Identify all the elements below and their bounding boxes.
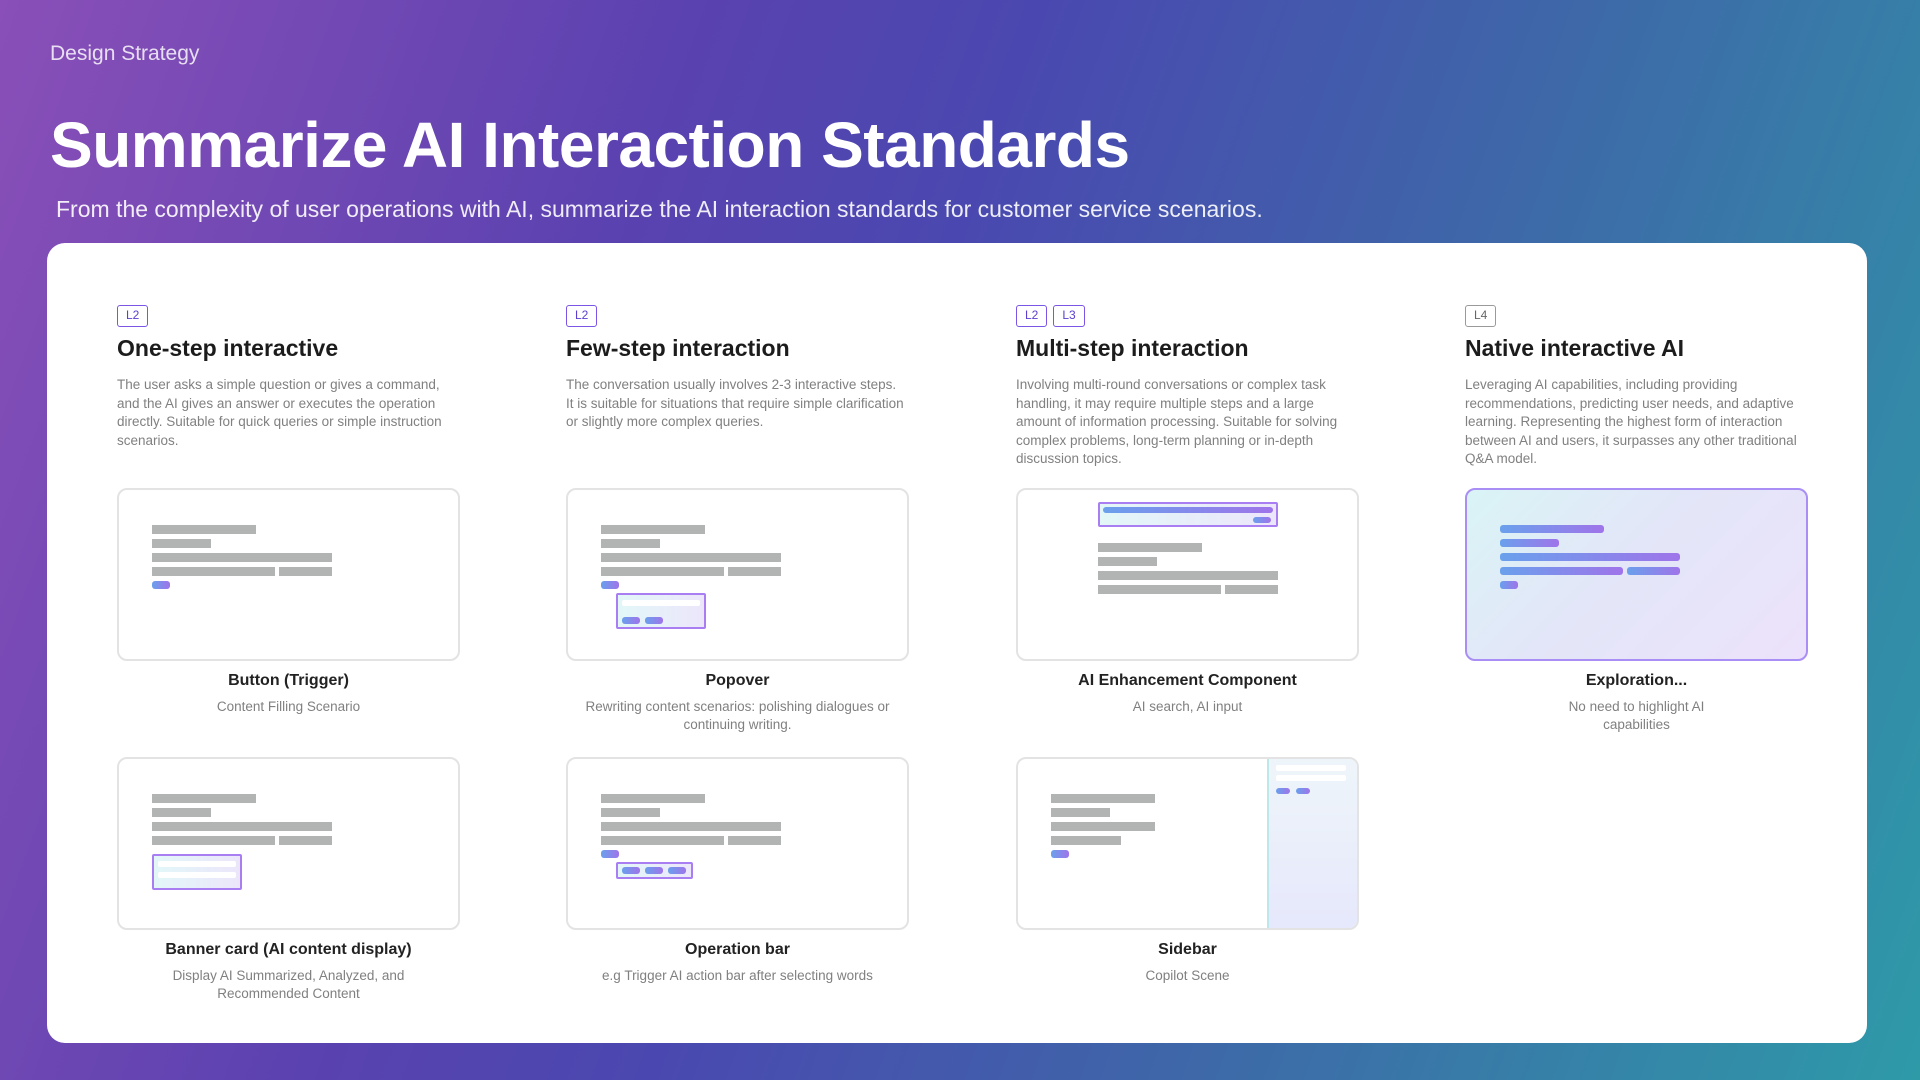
column-description: The conversation usually involves 2-3 in… bbox=[566, 377, 904, 429]
column-native-ai: L4 Native interactive AI Leveraging AI c… bbox=[1465, 305, 1810, 469]
level-tag: L3 bbox=[1053, 305, 1085, 327]
pattern-label-enhancement: AI Enhancement Component AI search, AI i… bbox=[1016, 672, 1359, 716]
pattern-label-banner: Banner card (AI content display) Display… bbox=[117, 941, 460, 1003]
pattern-subtitle: Copilot Scene bbox=[1145, 968, 1230, 983]
pattern-label-popover: Popover Rewriting content scenarios: pol… bbox=[566, 672, 909, 734]
exploration-illustration bbox=[1465, 488, 1808, 661]
pattern-title: Popover bbox=[705, 672, 770, 689]
level-tag: L2 bbox=[566, 305, 598, 327]
pattern-title: Operation bar bbox=[685, 941, 790, 958]
level-tag: L4 bbox=[1465, 305, 1497, 327]
page-subtitle: From the complexity of user operations w… bbox=[56, 196, 1263, 222]
eyebrow-label: Design Strategy bbox=[50, 42, 200, 65]
pattern-subtitle: Rewriting content scenarios: polishing d… bbox=[585, 699, 890, 732]
column-multi-step: L2 L3 Multi-step interaction Involving m… bbox=[1016, 305, 1361, 469]
column-few-step: L2 Few-step interaction The conversation… bbox=[566, 305, 911, 432]
page-title: Summarize AI Interaction Standards bbox=[50, 109, 1130, 181]
pattern-subtitle: Display AI Summarized, Analyzed, and Rec… bbox=[172, 968, 405, 1001]
pattern-title: Exploration... bbox=[1585, 672, 1688, 689]
pattern-title: Button (Trigger) bbox=[228, 672, 349, 689]
column-description: Involving multi-round conversations or c… bbox=[1016, 377, 1338, 466]
column-title: One-step interactive bbox=[117, 335, 339, 361]
sidebar-illustration bbox=[1016, 757, 1359, 930]
level-tag: L2 bbox=[117, 305, 149, 327]
column-title: Few-step interaction bbox=[566, 335, 790, 361]
content-panel: L2 One-step interactive The user asks a … bbox=[47, 243, 1867, 1043]
pattern-label-exploration: Exploration... No need to highlight AI c… bbox=[1465, 672, 1808, 734]
column-one-step: L2 One-step interactive The user asks a … bbox=[117, 305, 462, 450]
pattern-title: AI Enhancement Component bbox=[1078, 672, 1297, 689]
column-description: The user asks a simple question or gives… bbox=[117, 377, 442, 448]
pattern-subtitle: No need to highlight AI capabilities bbox=[1568, 699, 1705, 732]
column-title: Multi-step interaction bbox=[1016, 335, 1249, 361]
popover-illustration bbox=[566, 488, 909, 661]
pattern-subtitle: Content Filling Scenario bbox=[216, 699, 361, 714]
operation-bar-illustration bbox=[566, 757, 909, 930]
column-title: Native interactive AI bbox=[1465, 335, 1685, 361]
level-tag: L2 bbox=[1016, 305, 1048, 327]
column-description: Leveraging AI capabilities, including pr… bbox=[1465, 377, 1797, 466]
pattern-label-button: Button (Trigger) Content Filling Scenari… bbox=[117, 672, 460, 716]
ai-enhancement-illustration bbox=[1016, 488, 1359, 661]
pattern-label-operation: Operation bar e.g Trigger AI action bar … bbox=[566, 941, 909, 985]
banner-card-illustration bbox=[117, 757, 460, 930]
pattern-subtitle: e.g Trigger AI action bar after selectin… bbox=[602, 968, 873, 983]
button-trigger-illustration bbox=[117, 488, 460, 661]
pattern-label-sidebar: Sidebar Copilot Scene bbox=[1016, 941, 1359, 985]
pattern-subtitle: AI search, AI input bbox=[1132, 699, 1243, 714]
pattern-title: Sidebar bbox=[1158, 941, 1217, 958]
pattern-title: Banner card (AI content display) bbox=[165, 941, 412, 958]
